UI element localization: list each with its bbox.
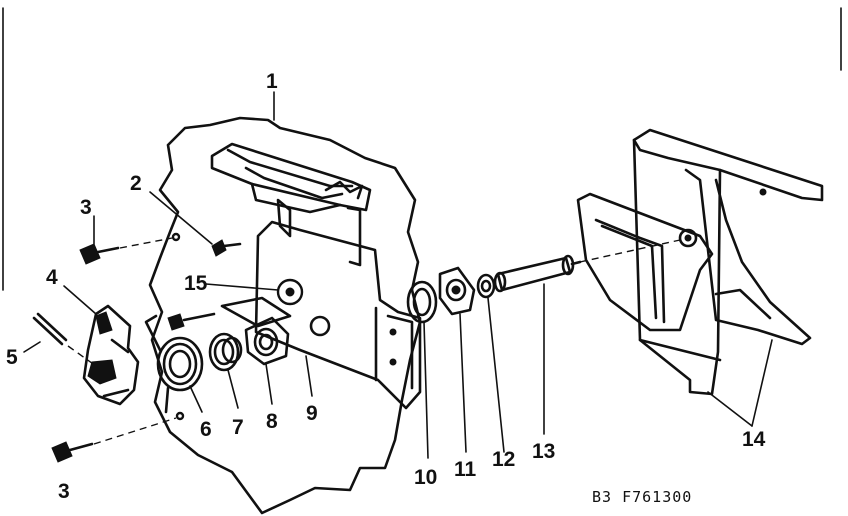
leader-shaft [579,239,681,263]
part-8-bushing [167,312,290,366]
callout-8: 8 [266,410,278,433]
part-3-screw-top [79,243,120,265]
callout-3-bottom: 3 [58,480,70,503]
callout-7: 7 [232,416,244,439]
callout-3-top: 3 [80,196,92,219]
part-11-flange [438,266,476,316]
part-1-control-bracket [210,142,372,267]
part-9-mounting-plate [220,220,422,410]
part-3-screw-bottom [51,441,94,463]
part-6-torsion-spring [144,314,204,414]
range-backplate [148,116,422,515]
callout-9: 9 [306,402,318,425]
part-4-switch [82,304,140,406]
callout-10: 10 [414,466,437,489]
plate-rivet-bottom [389,358,397,366]
plate-rivet-top [389,328,397,336]
leader-screw-top [119,237,173,249]
part-14-housing [576,128,824,396]
callout-14: 14 [742,428,766,451]
callout-2: 2 [130,172,142,195]
part-2-screw [211,239,242,257]
hole-top [171,232,181,242]
part-15-switch-screw [276,278,304,306]
callout-5: 5 [6,346,18,369]
part-5-pin [32,312,68,346]
part-10-ring [406,280,438,324]
callout-13: 13 [532,440,555,463]
callout-15: 15 [184,272,208,295]
callout-11: 11 [454,458,477,481]
callout-6: 6 [200,418,212,441]
hole-bottom [175,411,185,421]
callout-1: 1 [266,70,278,93]
callout-12: 12 [492,448,515,471]
callout-leaders [23,91,773,459]
part-13-shaft [493,254,582,293]
leader-screw-bottom [93,417,177,445]
part-12-washer [476,273,496,299]
plate-hole [309,315,331,337]
leader-pin [67,345,97,367]
callout-4: 4 [46,266,58,289]
drawing-code: B3 F761300 [592,488,692,506]
part-7-coil-spring [208,332,243,372]
